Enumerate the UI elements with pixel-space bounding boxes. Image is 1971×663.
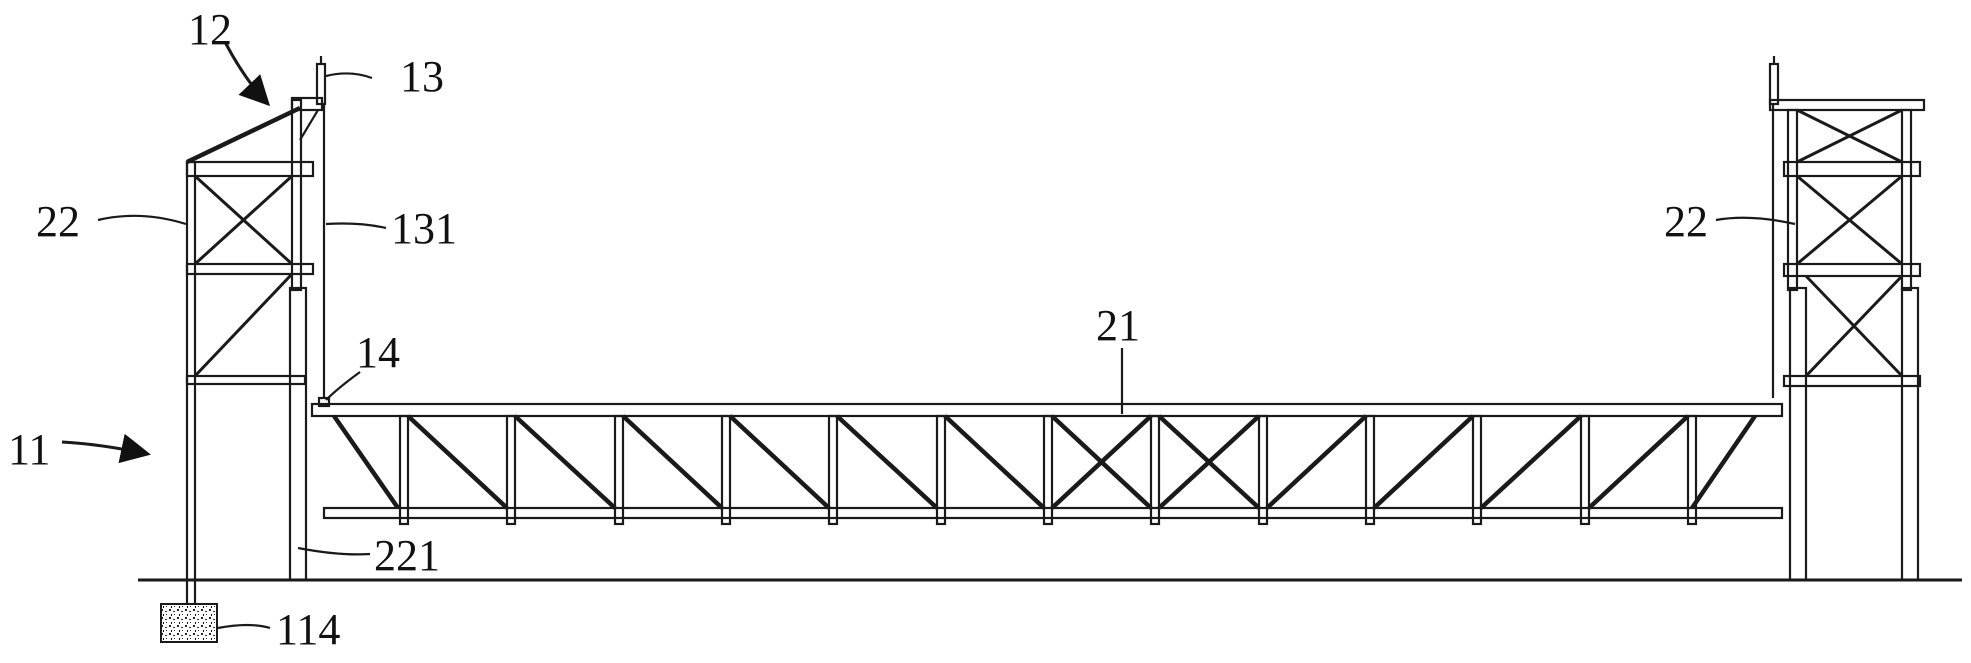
right-tower-beam-3 <box>1782 374 1922 388</box>
right-lifting-device <box>1768 62 1780 106</box>
left-sloped-chord-12 <box>186 105 301 165</box>
right-tower-col-right-upper <box>1900 108 1913 292</box>
truss-diagonal <box>1587 414 1690 510</box>
truss-vertical <box>1471 414 1483 526</box>
leader-14 <box>325 371 361 401</box>
truss-vertical <box>720 414 732 526</box>
label-14: 14 <box>356 328 400 377</box>
label-22-right: 22 <box>1664 197 1708 246</box>
truss-end-diagonal-right <box>1690 414 1757 510</box>
right-tower-x1b <box>1796 108 1903 164</box>
right-tower-col-right-lower <box>1900 286 1920 582</box>
left-lifting-point-14 <box>317 396 331 408</box>
right-tower-col-left-upper <box>1786 108 1799 292</box>
truss-vertical <box>1579 414 1591 526</box>
truss-x-diagonal <box>1157 414 1261 510</box>
truss-end-diagonal-left <box>332 414 400 510</box>
truss-diagonal <box>1479 414 1583 510</box>
right-tower-beam-1 <box>1782 160 1922 178</box>
truss-vertical <box>1042 414 1054 526</box>
truss-vertical <box>505 414 517 526</box>
truss-vertical <box>398 414 410 526</box>
leader-22-right <box>1715 216 1796 226</box>
right-tower-x2b <box>1796 174 1903 266</box>
truss-vertical <box>1149 414 1161 526</box>
left-tower-xbrace-b <box>193 174 294 266</box>
right-tower-beam-2 <box>1782 262 1922 278</box>
truss-top-chord <box>310 402 1784 418</box>
truss-diagonal <box>1372 414 1475 510</box>
left-tower <box>185 56 331 612</box>
truss-vertical <box>1686 414 1698 526</box>
arrow-12 <box>223 41 271 107</box>
truss-x-diagonal <box>1050 414 1153 510</box>
label-114: 114 <box>276 605 340 654</box>
truss-vertical <box>935 414 947 526</box>
label-21: 21 <box>1096 301 1140 350</box>
label-12: 12 <box>188 5 232 54</box>
truss-vertical <box>613 414 625 526</box>
truss-vertical <box>1364 414 1376 526</box>
leader-221 <box>297 546 371 556</box>
left-tower-beam-low <box>185 374 307 386</box>
leader-131 <box>325 222 387 230</box>
right-tower-top-beam <box>1768 98 1926 112</box>
left-tower-beam-top <box>185 160 315 178</box>
left-inner-column <box>290 98 303 292</box>
truss-diagonal <box>1265 414 1368 510</box>
truss-diagonal <box>406 414 509 510</box>
right-tower-x3b <box>1804 274 1904 378</box>
leader-13 <box>325 72 373 80</box>
truss-vertical <box>827 414 839 526</box>
left-cap-diagonal <box>299 109 319 141</box>
left-support-column-221 <box>288 286 308 582</box>
truss-diagonal <box>943 414 1046 510</box>
label-131: 131 <box>391 204 457 253</box>
left-outer-column <box>185 160 197 612</box>
truss-web-members <box>398 414 1698 526</box>
truss-vertical <box>1257 414 1269 526</box>
label-221: 221 <box>374 531 440 580</box>
left-tower-diagonal <box>193 272 294 378</box>
truss-diagonal <box>513 414 617 510</box>
foundation-block-114 <box>160 603 218 643</box>
truss-diagonal <box>728 414 831 510</box>
truss-diagonal <box>835 414 939 510</box>
label-22-left: 22 <box>36 197 80 246</box>
truss-diagonal <box>621 414 724 510</box>
leader-114 <box>217 623 271 630</box>
label-11: 11 <box>8 425 50 474</box>
arrow-11 <box>61 433 151 464</box>
right-tower-col-left-lower <box>1788 286 1808 582</box>
label-13: 13 <box>400 52 444 101</box>
right-tower <box>1768 56 1926 582</box>
left-tower-beam-mid <box>185 262 315 276</box>
leader-22-left <box>97 214 187 226</box>
main-truss-21 <box>310 402 1784 526</box>
